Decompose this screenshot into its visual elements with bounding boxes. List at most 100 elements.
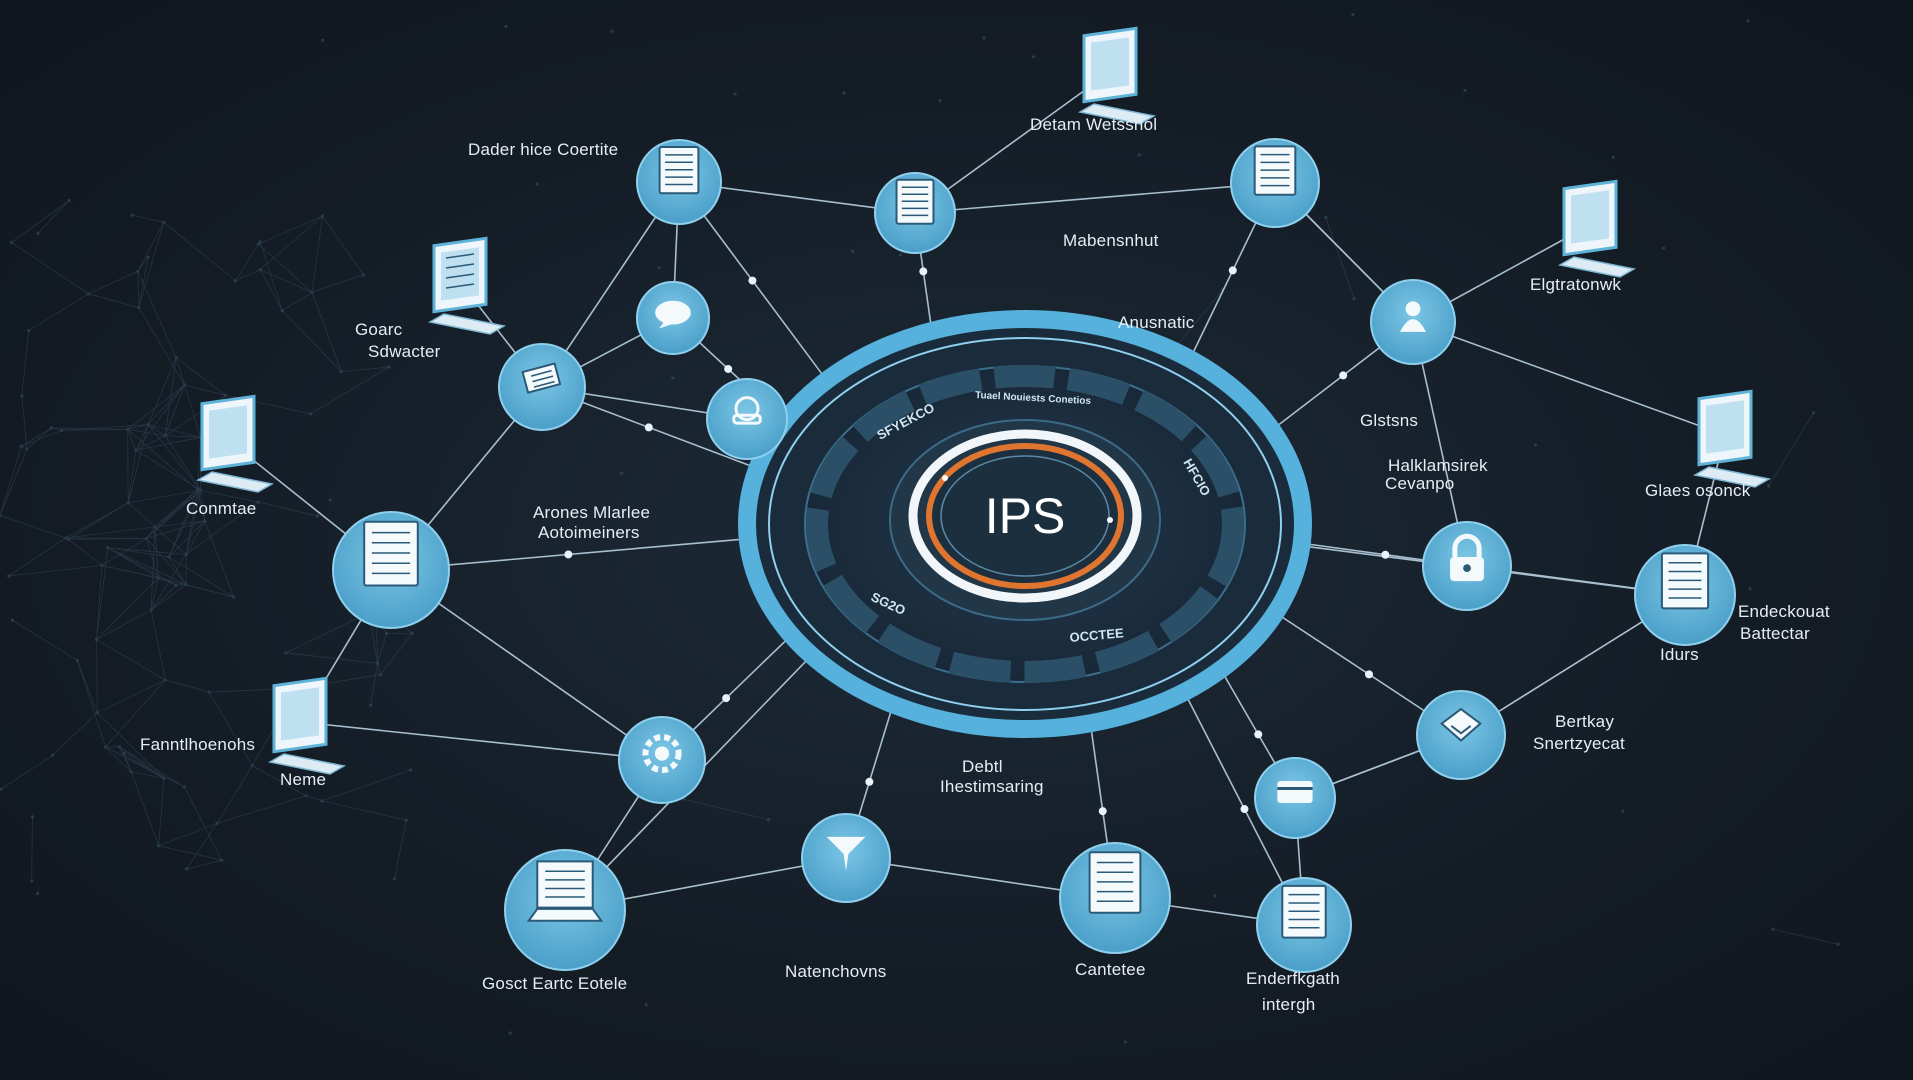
mesh-dot bbox=[167, 555, 171, 559]
mesh-line bbox=[311, 274, 364, 293]
mesh-dot bbox=[610, 29, 614, 33]
mesh-line bbox=[137, 271, 140, 308]
mesh-line bbox=[259, 269, 283, 311]
mesh-dot bbox=[156, 576, 161, 580]
mesh-dot bbox=[184, 552, 188, 557]
mesh-dot bbox=[369, 703, 373, 707]
n-card bbox=[1254, 757, 1336, 839]
document-icon bbox=[1281, 884, 1327, 939]
mesh-dot bbox=[256, 242, 261, 246]
mesh-dot bbox=[1463, 88, 1467, 92]
mesh-line bbox=[168, 489, 198, 558]
mesh-line bbox=[123, 753, 132, 772]
card-icon bbox=[1277, 781, 1313, 803]
n-chat bbox=[636, 281, 710, 355]
mesh-line bbox=[0, 448, 28, 516]
mesh-line bbox=[21, 330, 30, 396]
mesh-dot bbox=[1836, 942, 1840, 946]
mesh-line bbox=[163, 222, 236, 282]
label-sdwacter: Sdwacter bbox=[368, 342, 441, 361]
server-icon bbox=[427, 236, 507, 335]
mesh-dot bbox=[508, 1031, 512, 1035]
mesh-line bbox=[128, 489, 201, 504]
mesh-line bbox=[216, 795, 307, 824]
mesh-line bbox=[1772, 928, 1839, 945]
mesh-line bbox=[200, 490, 206, 522]
mesh-line bbox=[65, 502, 129, 539]
mesh-line bbox=[21, 427, 52, 447]
mesh-line bbox=[216, 765, 253, 824]
mesh-dot bbox=[134, 448, 138, 452]
mesh-line bbox=[135, 435, 166, 451]
document-icon bbox=[1253, 145, 1297, 196]
mesh-line bbox=[165, 679, 210, 693]
document-icon bbox=[1660, 552, 1710, 610]
mesh-line bbox=[154, 489, 202, 528]
mesh-dot bbox=[938, 98, 942, 103]
mesh-line bbox=[146, 538, 159, 579]
mesh-line bbox=[65, 526, 156, 539]
mesh-dot bbox=[162, 220, 166, 224]
mesh-dot bbox=[328, 498, 332, 502]
mesh-line bbox=[146, 489, 202, 539]
mesh-line bbox=[311, 292, 342, 372]
connector-dot bbox=[1254, 730, 1263, 739]
user-icon bbox=[1400, 301, 1426, 332]
mesh-line bbox=[135, 436, 201, 451]
label-elgtratonwk: Elgtratonwk bbox=[1530, 275, 1621, 294]
network-icon bbox=[732, 396, 762, 425]
connector-dot bbox=[644, 423, 653, 432]
mesh-dot bbox=[184, 583, 188, 587]
mesh-dot bbox=[182, 383, 187, 387]
label-snertzyecat: Snertzyecat bbox=[1533, 734, 1625, 753]
mesh-dot bbox=[64, 536, 68, 540]
mesh-line bbox=[0, 515, 66, 539]
mesh-line bbox=[341, 366, 390, 373]
mesh-dot bbox=[129, 770, 133, 774]
mesh-line bbox=[105, 746, 132, 773]
n-lock bbox=[1422, 521, 1512, 611]
mesh-line bbox=[204, 520, 235, 598]
mesh-line bbox=[138, 257, 149, 308]
label-fanntlhoenohs: Fanntlhoenohs bbox=[140, 735, 255, 754]
mesh-line bbox=[322, 215, 364, 276]
label-glaes-osonck: Glaes osonck bbox=[1645, 481, 1751, 500]
mesh-line bbox=[127, 424, 149, 430]
mesh-dot bbox=[163, 678, 167, 682]
mesh-line bbox=[88, 270, 138, 295]
mesh-dot bbox=[86, 292, 91, 296]
label-goarc: Goarc bbox=[355, 320, 403, 339]
mesh-line bbox=[185, 490, 202, 555]
mesh-line bbox=[168, 490, 202, 558]
connector-dot bbox=[1381, 550, 1390, 559]
label-ihestimsaring: Ihestimsaring bbox=[940, 777, 1044, 796]
mesh-dot bbox=[310, 290, 314, 294]
mesh-line bbox=[186, 584, 234, 598]
mesh-dot bbox=[1324, 215, 1328, 220]
mesh-line bbox=[96, 639, 166, 681]
mesh-line bbox=[68, 539, 103, 566]
connector-line bbox=[914, 182, 1276, 214]
mesh-dot bbox=[149, 608, 153, 612]
mesh-dot bbox=[657, 266, 661, 270]
mesh-dot bbox=[94, 637, 99, 642]
mesh-line bbox=[107, 547, 159, 579]
mesh-line bbox=[150, 584, 177, 611]
mesh-dot bbox=[1746, 19, 1750, 23]
label-arones-mlarlee: Arones Mlarlee bbox=[533, 503, 650, 522]
label-neme: Neme bbox=[280, 770, 326, 789]
mesh-line bbox=[119, 746, 125, 754]
mesh-dot bbox=[361, 273, 366, 277]
mesh-line bbox=[11, 200, 70, 243]
mesh-line bbox=[259, 241, 283, 311]
mesh-line bbox=[96, 577, 159, 640]
mesh-dot bbox=[256, 500, 260, 504]
mesh-line bbox=[176, 584, 187, 586]
mesh-line bbox=[52, 712, 98, 756]
mesh-line bbox=[321, 800, 407, 821]
mesh-line bbox=[21, 445, 28, 450]
mesh-dot bbox=[1621, 809, 1625, 813]
mesh-line bbox=[127, 502, 156, 528]
label-battectar: Battectar bbox=[1740, 624, 1810, 643]
mesh-dot bbox=[379, 672, 383, 677]
